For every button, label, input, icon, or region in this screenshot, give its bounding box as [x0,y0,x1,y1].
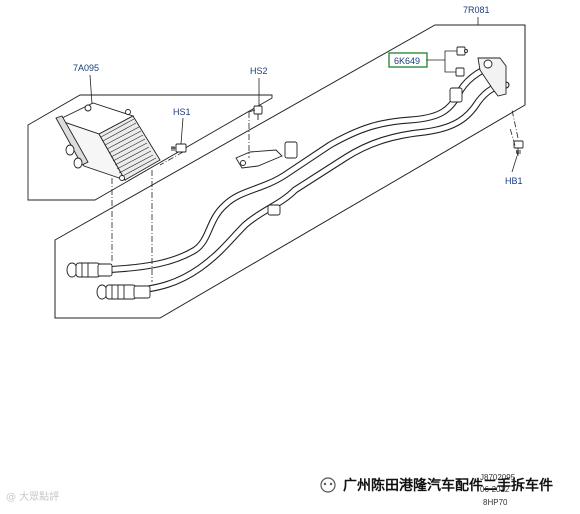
screw-hs2 [253,105,263,120]
footer-date: 06-2012 [480,485,510,494]
footer-model: 8HP70 [483,498,508,507]
cooler-frame [27,94,273,201]
callout-bolt-hb1: HB1 [505,176,523,186]
clip-6k649 [455,46,468,77]
tube-bracket [235,149,283,169]
callout-tube-assembly: 7R081 [463,5,490,15]
leader-lines [89,17,518,173]
bolt-hb1 [513,140,524,156]
callout-screw-hs2: HS2 [250,66,268,76]
callout-oil-cooler: 7A095 [73,63,99,73]
clip-highlight-box [388,52,428,68]
watermark-right-text: 广州陈田港隆汽车配件二手拆车件 [343,477,553,494]
guide-lines [111,109,519,282]
assembly-frame [54,24,526,319]
screw-hs1 [171,143,187,153]
callout-screw-hs1: HS1 [173,107,191,117]
tube-assembly [96,60,510,296]
oil-cooler [55,102,161,181]
tube-fittings [66,57,507,300]
watermark-right: 广州陈田港隆汽车配件二手拆车件 [320,477,553,494]
callout-clip: 6K649 [394,56,420,66]
footer-ref-code: J8702095 [480,473,516,482]
watermark-left-text: @ 大眾點評 [6,490,59,503]
